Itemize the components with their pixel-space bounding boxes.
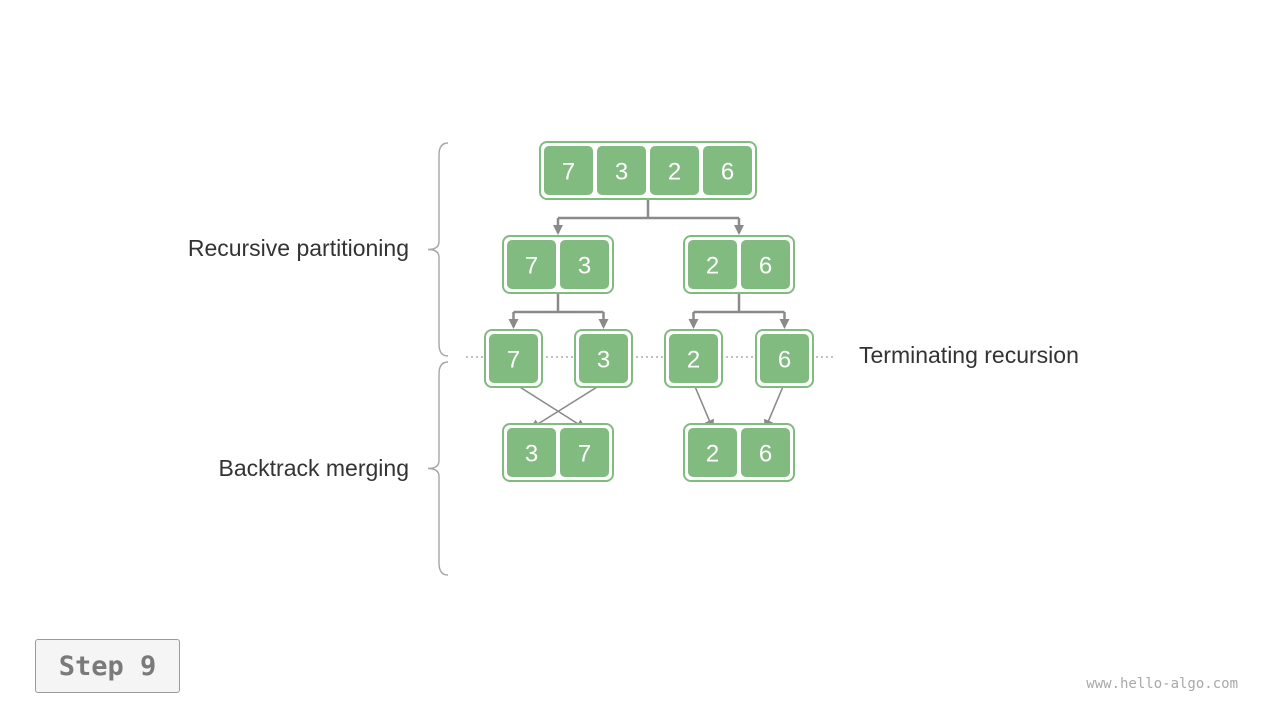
leaf-array: 3 — [574, 329, 633, 388]
cell-value: 2 — [668, 159, 681, 186]
cell-value: 6 — [778, 347, 791, 374]
root-array: 7 3 2 6 — [539, 141, 757, 200]
cell-value: 3 — [597, 347, 610, 374]
cell-value: 7 — [507, 347, 520, 374]
cell-value: 2 — [706, 253, 719, 280]
array-group-border — [539, 141, 757, 200]
array-cell — [560, 428, 609, 477]
cell-value: 6 — [759, 253, 772, 280]
cell-value: 6 — [721, 159, 734, 186]
cell-value: 3 — [615, 159, 628, 186]
array-cell — [579, 334, 628, 383]
cell-value: 7 — [525, 253, 538, 280]
cell-value: 2 — [687, 347, 700, 374]
cell-value: 2 — [706, 441, 719, 468]
array-cell — [507, 428, 556, 477]
leaf-array: 6 — [755, 329, 814, 388]
terminating-recursion-label: Terminating recursion — [859, 342, 1079, 368]
array-cell — [688, 428, 737, 477]
array-cell — [741, 240, 790, 289]
merge-arrow — [529, 382, 604, 430]
watermark: www.hello-algo.com — [1086, 676, 1238, 692]
cell-value: 3 — [578, 253, 591, 280]
merge-arrow — [764, 382, 786, 430]
array-cell — [703, 146, 752, 195]
array-cell — [688, 240, 737, 289]
array-cell — [544, 146, 593, 195]
array-cell — [560, 240, 609, 289]
leaf-array: 7 — [484, 329, 543, 388]
cell-value: 3 — [525, 441, 538, 468]
cell-value: 7 — [562, 159, 575, 186]
partition-brace — [427, 142, 449, 357]
step-indicator: Step 9 — [35, 639, 180, 693]
cell-value: 7 — [578, 441, 591, 468]
phase-braces — [427, 142, 449, 576]
array-cell — [489, 334, 538, 383]
array-cell — [741, 428, 790, 477]
leaf-array: 2 — [664, 329, 723, 388]
array-cell — [669, 334, 718, 383]
connectors — [508, 199, 790, 430]
merge-arrow — [513, 382, 587, 430]
array-cell — [597, 146, 646, 195]
backtrack-merging-label: Backtrack merging — [218, 455, 409, 481]
array-cell — [650, 146, 699, 195]
array-cell — [760, 334, 809, 383]
recursive-partitioning-label: Recursive partitioning — [187, 235, 409, 261]
cell-value: 6 — [759, 441, 772, 468]
merge-arrow — [692, 382, 714, 430]
merge-brace — [427, 361, 449, 576]
array-cell — [507, 240, 556, 289]
